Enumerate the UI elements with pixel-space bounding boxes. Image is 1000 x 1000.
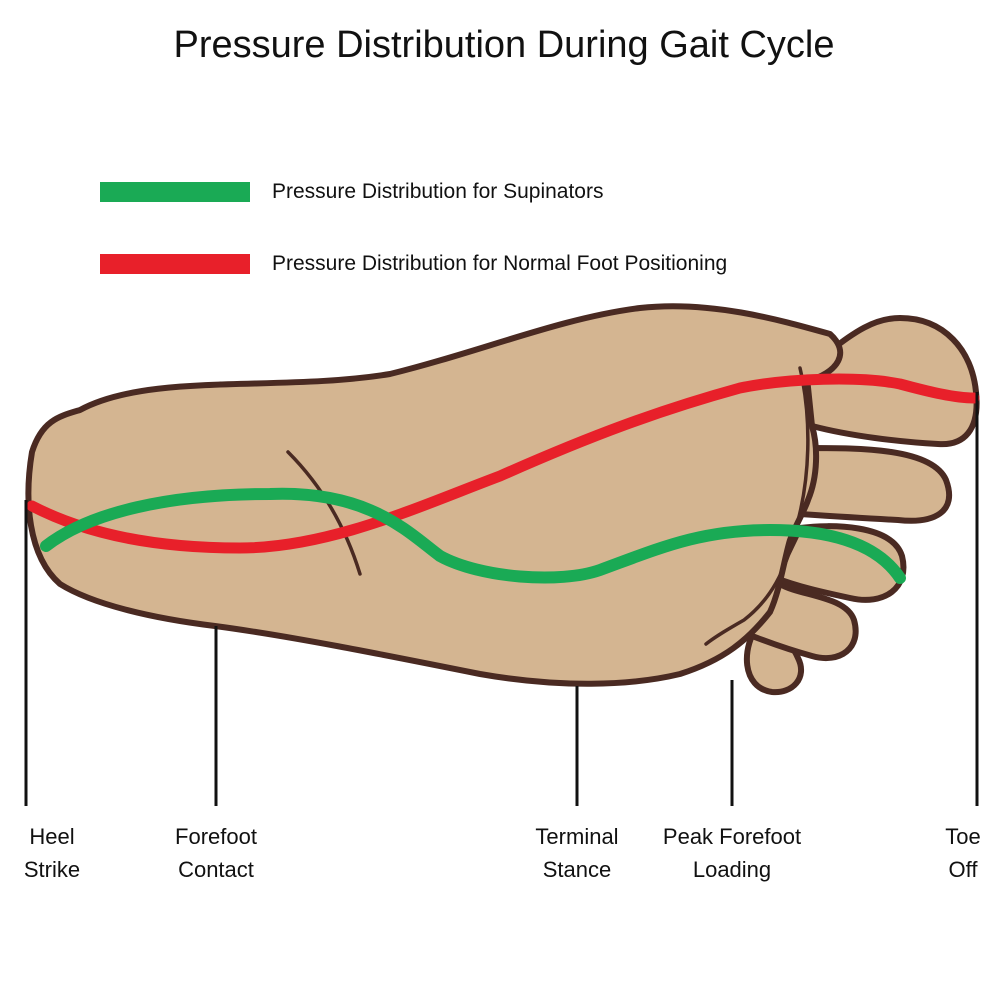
arch-crease xyxy=(286,450,362,576)
phase-label-heel-strike: Heel Strike xyxy=(24,820,80,886)
legend-label-normal: Pressure Distribution for Normal Foot Po… xyxy=(272,252,728,275)
phase-label-line: Peak Forefoot xyxy=(662,824,802,849)
sole xyxy=(25,303,844,687)
phase-label-toe-off: Toe Off xyxy=(945,820,980,886)
phase-label-line: Stance xyxy=(542,857,612,882)
phase-label-line: Strike xyxy=(23,857,81,882)
supinator-pressure-curve xyxy=(40,487,906,584)
phase-label-line: Terminal xyxy=(535,824,619,849)
legend-swatch-green xyxy=(100,182,250,202)
phase-label-line: Heel xyxy=(29,824,75,849)
phase-label-line: Off xyxy=(948,857,978,882)
normal-pressure-curve xyxy=(26,373,980,554)
legend-item-normal: Pressure Distribution for Normal Foot Po… xyxy=(100,252,820,275)
second-toe xyxy=(797,445,953,524)
diagram-title: Pressure Distribution During Gait Cycle xyxy=(173,24,835,66)
legend-swatch-red xyxy=(100,254,250,274)
toe-crease xyxy=(704,366,810,646)
phase-label-line: Toe xyxy=(945,824,981,849)
phase-label-line: Forefoot xyxy=(175,824,257,849)
legend-label-supinators: Pressure Distribution for Supinators xyxy=(272,180,604,203)
phase-label-line: Loading xyxy=(692,857,772,882)
phase-label-peak-forefoot-loading: Peak Forefoot Loading xyxy=(663,820,801,886)
phase-label-terminal-stance: Terminal Stance xyxy=(535,820,618,886)
phase-label-forefoot-contact: Forefoot Contact xyxy=(175,820,257,886)
phase-label-line: Contact xyxy=(178,857,254,882)
legend-item-supinators: Pressure Distribution for Supinators xyxy=(100,180,820,203)
